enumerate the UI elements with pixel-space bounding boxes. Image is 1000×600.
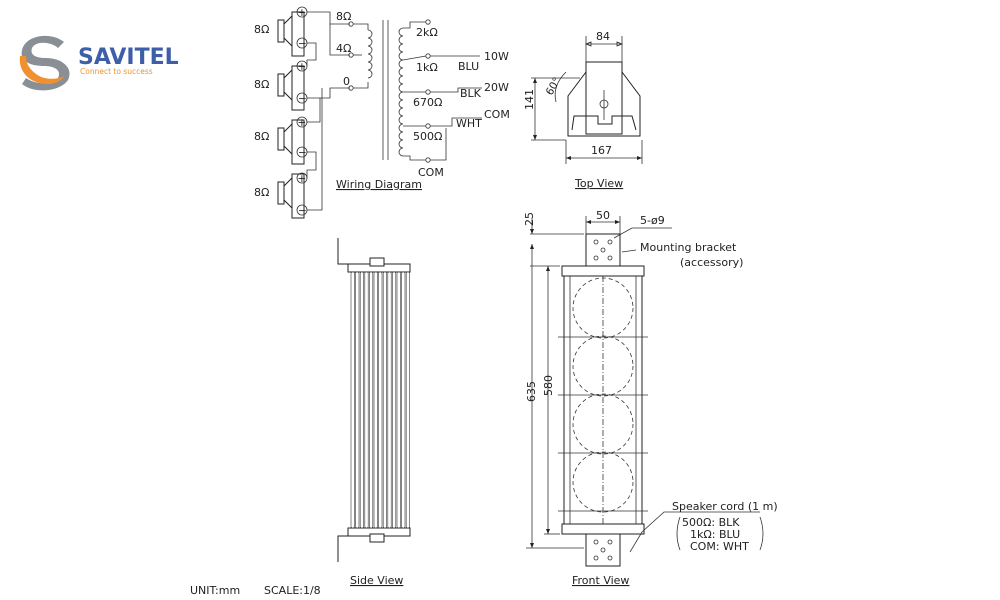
side-rib	[359, 271, 364, 529]
tap-670ohm: 670Ω	[413, 96, 442, 109]
svg-text:+: +	[298, 173, 307, 185]
top-width-167: 167	[591, 144, 612, 157]
svg-text:+: +	[298, 117, 307, 129]
speaker-wiring	[306, 11, 350, 211]
top-height-141: 141	[523, 89, 536, 110]
scale-label: SCALE:1/8	[264, 584, 321, 597]
speaker-cord-title: Speaker cord (1 m)	[672, 500, 778, 513]
side-rib	[350, 271, 355, 529]
side-rib	[396, 271, 401, 529]
svg-text:−: −	[298, 38, 307, 50]
side-view: Side View	[337, 238, 411, 587]
top-view-title: Top View	[574, 177, 623, 190]
mounting-bracket-label: Mounting bracket	[640, 241, 737, 254]
side-rib	[382, 271, 387, 529]
side-rib	[373, 271, 378, 529]
side-rib	[355, 271, 360, 529]
cord-line-500ohm: 500Ω: BLK	[682, 516, 740, 529]
wiring-diagram-title: Wiring Diagram	[336, 178, 422, 191]
speaker-1-impedance: 8Ω	[254, 23, 269, 36]
front-view-title: Front View	[572, 574, 629, 587]
logo-tagline: Connect to success	[80, 67, 153, 76]
side-rib	[392, 271, 397, 529]
svg-text:−: −	[298, 147, 307, 159]
speaker-3: 8Ω + −	[254, 116, 308, 165]
speaker-2-impedance: 8Ω	[254, 78, 269, 91]
output-wht: WHT	[456, 117, 482, 130]
output-com: COM	[484, 108, 510, 121]
side-view-title: Side View	[350, 574, 403, 587]
side-rib	[401, 271, 406, 529]
com-bottom: COM	[418, 166, 444, 179]
tap-500ohm: 500Ω	[413, 130, 442, 143]
side-rib	[405, 271, 410, 529]
top-width-84: 84	[596, 30, 610, 43]
speaker-2: 8Ω + −	[254, 60, 308, 111]
speaker-1: 8Ω + −	[254, 6, 308, 57]
front-bracket-width-50: 50	[596, 209, 610, 222]
output-10w: 10W	[484, 50, 509, 63]
mounting-bracket-note: (accessory)	[680, 256, 743, 269]
unit-label: UNIT:mm	[190, 584, 240, 597]
side-rib	[378, 271, 383, 529]
front-total-height-635: 635	[525, 381, 538, 402]
cord-line-com: COM: WHT	[690, 540, 749, 553]
transformer	[367, 20, 404, 160]
cord-line-1kohm: 1kΩ: BLU	[690, 528, 740, 541]
side-ribs	[350, 271, 410, 529]
svg-text:+: +	[298, 61, 307, 73]
svg-text:−: −	[298, 205, 307, 217]
wiring-diagram: 8Ω + − 8Ω + − 8Ω + − 8Ω +	[254, 6, 510, 219]
tap-1kohm: 1kΩ	[416, 61, 438, 74]
tap-2kohm: 2kΩ	[416, 26, 438, 39]
logo-name: SAVITEL	[78, 45, 179, 70]
front-bracket-height-25: 25	[523, 212, 536, 226]
speaker-4: 8Ω + −	[254, 172, 308, 219]
tap-8ohm: 8Ω	[336, 10, 351, 23]
speaker-4-impedance: 8Ω	[254, 186, 269, 199]
output-20w: 20W	[484, 81, 509, 94]
logo-mark-accent-icon	[19, 56, 64, 84]
svg-text:+: +	[298, 7, 307, 19]
logo-mark-icon	[21, 35, 70, 91]
side-rib	[364, 271, 369, 529]
side-rib	[369, 271, 374, 529]
svg-text:−: −	[298, 93, 307, 105]
speaker-3-impedance: 8Ω	[254, 130, 269, 143]
tap-4ohm: 4Ω	[336, 42, 351, 55]
brand-logo: SAVITEL Connect to success	[19, 35, 179, 91]
front-holes-5x9: 5-ø9	[640, 214, 665, 227]
tap-0: 0	[343, 75, 350, 88]
output-blu: BLU	[458, 60, 479, 73]
front-view: 50 25 635 580 5-ø9 Mounting bracket (acc…	[523, 209, 778, 587]
output-blk: BLK	[460, 87, 482, 100]
front-body-height-580: 580	[542, 375, 555, 396]
top-view: 84 141 60° 167 Top View	[523, 30, 643, 190]
side-rib	[387, 271, 392, 529]
